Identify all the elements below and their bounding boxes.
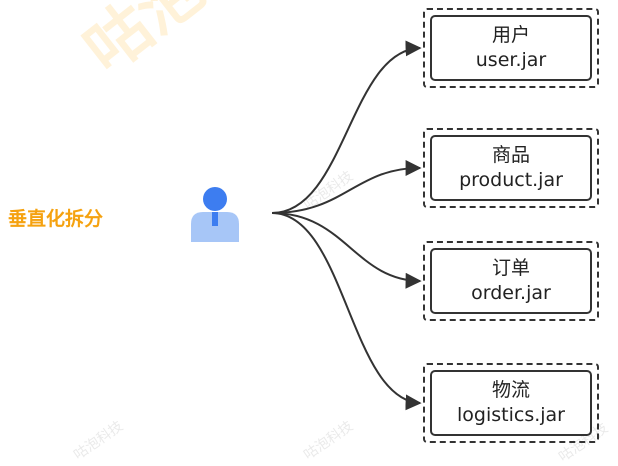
connector-layer bbox=[191, 40, 422, 411]
module-box-inner: 订单 order.jar bbox=[430, 248, 592, 314]
module-box-user: 用户 user.jar bbox=[423, 8, 599, 88]
module-box-product: 商品 product.jar bbox=[423, 128, 599, 208]
connector-product bbox=[271, 160, 422, 214]
module-name-cn: 商品 bbox=[491, 144, 530, 166]
module-name-en: product.jar bbox=[459, 169, 563, 191]
connector-logistics bbox=[271, 212, 422, 411]
module-name-cn: 用户 bbox=[491, 24, 530, 46]
module-box-inner: 商品 product.jar bbox=[430, 135, 592, 201]
connector-user bbox=[271, 40, 422, 214]
user-icon bbox=[191, 187, 239, 242]
module-box-inner: 用户 user.jar bbox=[430, 15, 592, 81]
module-name-en: user.jar bbox=[475, 49, 547, 71]
module-box-logistics: 物流 logistics.jar bbox=[423, 363, 599, 443]
module-name-cn: 订单 bbox=[491, 257, 530, 279]
module-box-order: 订单 order.jar bbox=[423, 241, 599, 321]
module-name-en: logistics.jar bbox=[457, 404, 565, 426]
module-box-inner: 物流 logistics.jar bbox=[430, 370, 592, 436]
connector-order bbox=[271, 212, 422, 289]
diagram-canvas: 咕泡 咕泡科技 咕泡科技 咕泡科技 咕泡科技 垂直化拆分 用户 user.jar bbox=[8, 0, 611, 465]
module-name-en: order.jar bbox=[471, 282, 551, 304]
diagram-title: 垂直化拆分 bbox=[8, 208, 104, 230]
module-name-cn: 物流 bbox=[491, 379, 530, 401]
